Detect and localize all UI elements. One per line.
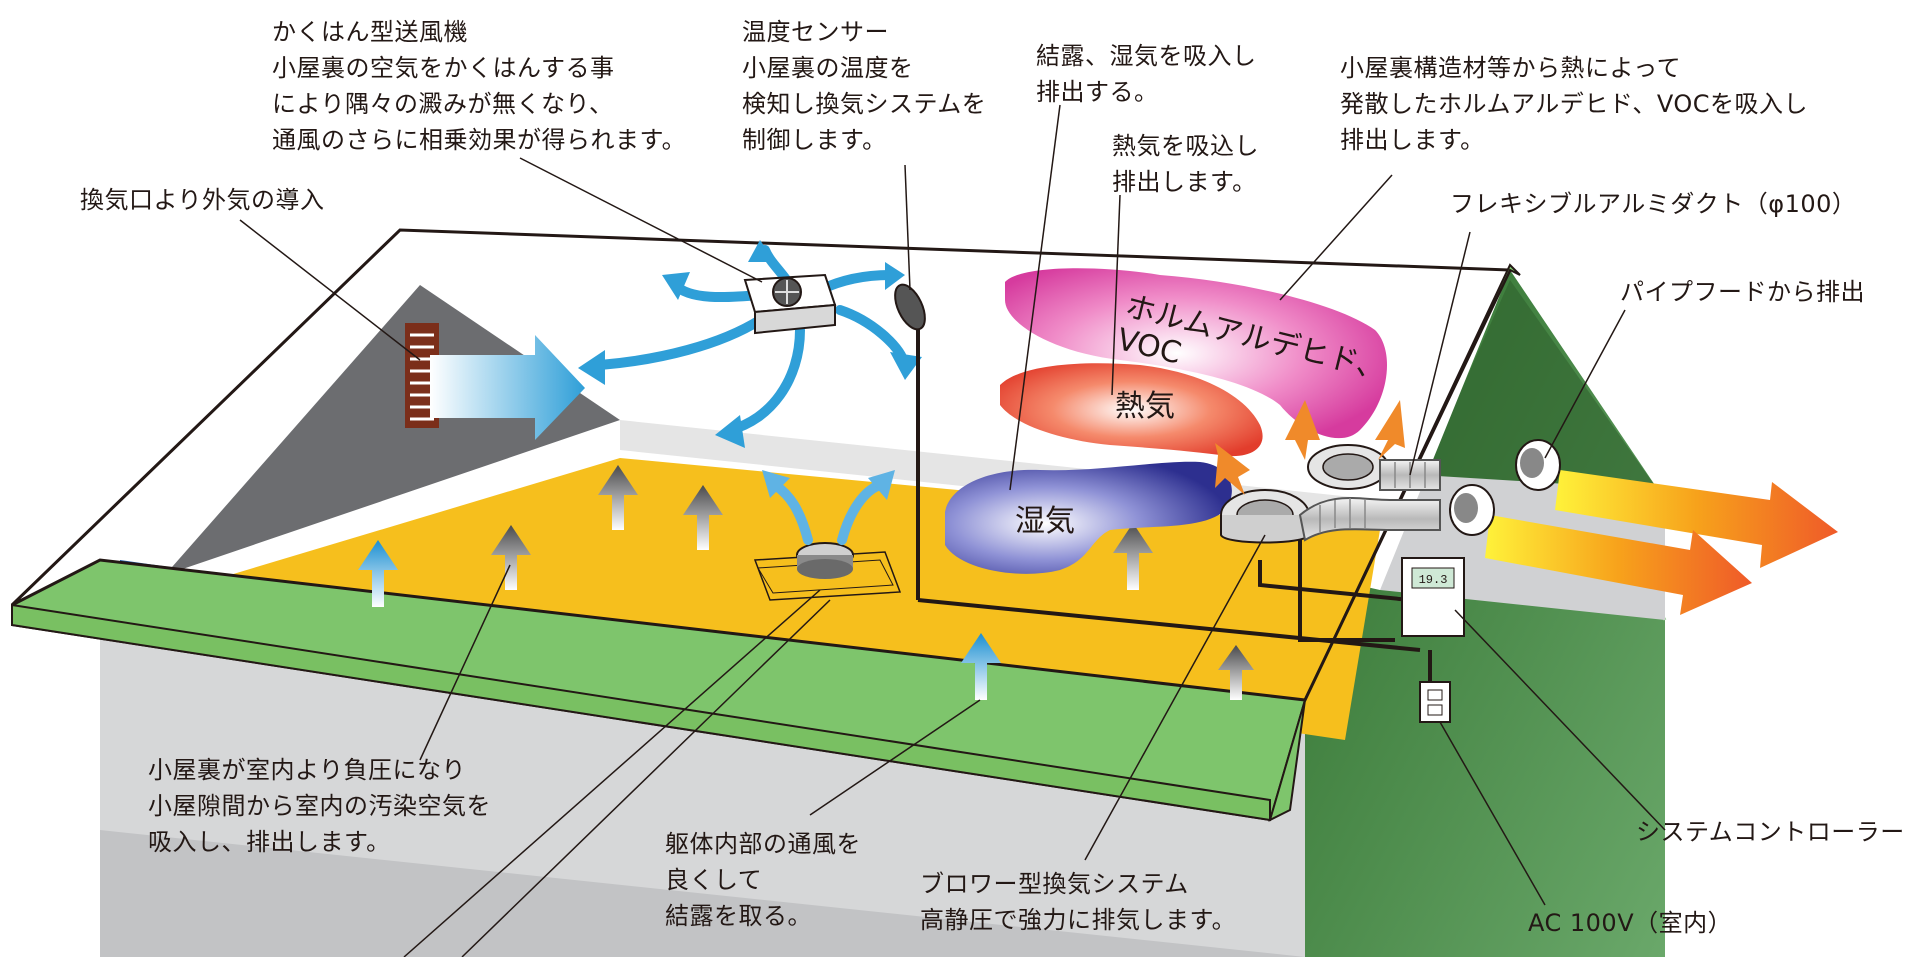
system-controller-icon: 19.3 [1401, 557, 1465, 637]
pipe-hood-lower [1449, 484, 1495, 536]
intake-arrows [1215, 400, 1405, 495]
body-ventilation-label: 躯体内部の通風を 良くして 結露を取る。 [665, 830, 861, 930]
negative-pressure-label: 小屋裏が室内より負圧になり 小屋隙間から室内の汚染空気を 吸入し、排出します。 [148, 756, 491, 856]
rising-air-arrows [358, 465, 1254, 700]
duct-label: フレキシブルアルミダクト（φ100） [1450, 190, 1857, 218]
floor-vent-icon [753, 542, 902, 601]
controller-label: システムコントローラー [1636, 818, 1905, 846]
heat-intake-label: 熱気を吸込し 排出します。 [1112, 132, 1259, 196]
right-eave [1268, 263, 1521, 822]
heat-cloud-label: 熱気 [1115, 389, 1175, 424]
moisture-cloud [945, 461, 1232, 574]
fan-icon [743, 273, 837, 335]
sensor-label: 温度センサー 小屋裏の温度を 検知し換気システムを 制御します。 [742, 18, 987, 154]
power-outlet-icon [1419, 681, 1451, 723]
moisture-intake-label: 結露、湿気を吸入し 排出する。 [1036, 42, 1257, 106]
fan-air-arrowheads [578, 240, 922, 448]
exhaust-arrow-upper [1555, 470, 1838, 568]
blower-label: ブロワー型換気システム 高静圧で強力に排気します。 [920, 870, 1237, 934]
control-wiring [917, 540, 1432, 685]
front-wall-shade [100, 830, 1305, 957]
blower-unit-2 [1307, 444, 1389, 490]
pipe-hood-upper [1515, 439, 1561, 491]
floor-vent-arrowhead-right [868, 470, 895, 500]
moisture-cloud-label: 湿気 [1015, 504, 1075, 539]
floor-vent-arrowhead-left [762, 470, 790, 498]
inlet-label: 換気口より外気の導入 [80, 186, 325, 214]
heat-cloud [1000, 363, 1263, 457]
inlet-air-arrow [430, 335, 585, 440]
formaldehyde-cloud [1005, 268, 1387, 439]
power-label: AC 100V（室内） [1528, 909, 1733, 937]
controller-display: 19.3 [1419, 573, 1448, 587]
pipe-hood-label: パイプフードから排出 [1620, 278, 1865, 306]
fan-label: かくはん型送風機 小屋裏の空気をかくはんする事 により隅々の澱みが無くなり、 通… [272, 18, 687, 154]
formaldehyde-intake-label: 小屋裏構造材等から熱によって 発散したホルムアルデヒド、VOCを吸入し 排出しま… [1340, 54, 1808, 154]
exhaust-arrow-lower [1485, 515, 1752, 615]
leader-lines [239, 104, 1666, 957]
temperature-sensor-icon [894, 283, 926, 600]
blower-unit-1 [1220, 489, 1310, 544]
